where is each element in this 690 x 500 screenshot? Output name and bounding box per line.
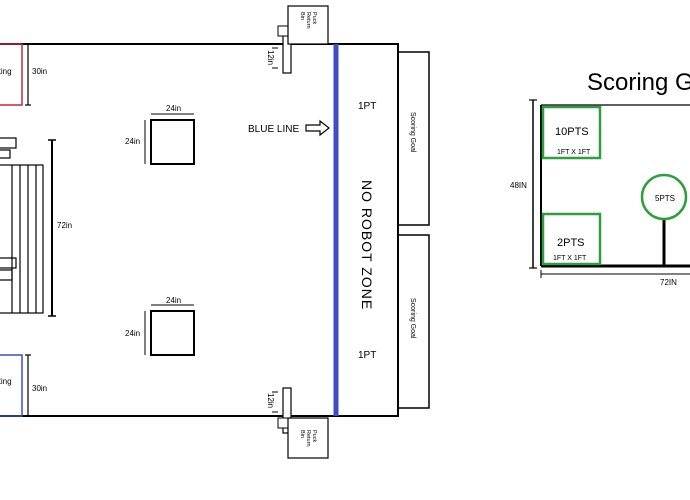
puck-return-bin-top [272,5,329,74]
puck-return-bin-bottom [272,387,329,459]
blue-line-arrow-icon [305,119,330,137]
puck-return-bin-bottom-dim: 12in [266,393,275,408]
left-structure [0,137,44,314]
blue-line-label: BLUE LINE [248,124,299,135]
goal-box-bottom-size: 1FT X 1FT [553,255,587,262]
goal-box-top [541,105,602,160]
goal-box-top-points: 10PTS [555,126,589,138]
obstacle-top [150,119,195,165]
scoring-goal-title: Scoring G [587,69,690,96]
starting-zone-red-label: rting [0,67,12,76]
field-height-dim: 72in [57,221,72,230]
starting-zone-red [0,43,23,106]
goal-box-bottom-points: 2PTS [557,237,585,249]
goal-height-dim: 48IN [510,181,527,190]
goal-circle-points: 5PTS [655,194,675,203]
starting-zone-blue-dim: 30in [32,384,47,393]
obstacle-bottom [150,310,195,356]
scoring-goal-bottom [397,234,430,409]
scoring-goal-top-label: Scoring Goal [409,112,416,153]
point-label-bottom: 1PT [358,350,376,361]
field-outline [0,43,399,417]
point-label-top: 1PT [358,101,376,112]
goal-width-dim: 72IN [660,278,677,287]
obstacle-bottom-height-dim: 24in [125,329,140,338]
starting-zone-red-dim: 30in [32,67,47,76]
starting-zone-blue-label: rting [0,377,12,386]
no-robot-zone-label: NO ROBOT ZONE [359,180,375,310]
puck-return-bin-top-label: Puck Return Bin [299,12,317,30]
obstacle-bottom-width-dim: 24in [166,296,181,305]
scoring-goal-top [397,51,430,226]
goal-box-bottom [541,212,602,266]
starting-zone-blue [0,354,23,417]
goal-box-top-size: 1FT X 1FT [557,149,591,156]
puck-return-bin-bottom-label: Puck Return Bin [299,430,317,448]
obstacle-top-width-dim: 24in [166,104,181,113]
puck-return-bin-top-dim: 12in [266,50,275,65]
obstacle-top-height-dim: 24in [125,137,140,146]
goal-circle-target [640,173,688,221]
scoring-goal-bottom-label: Scoring Goal [409,298,416,339]
